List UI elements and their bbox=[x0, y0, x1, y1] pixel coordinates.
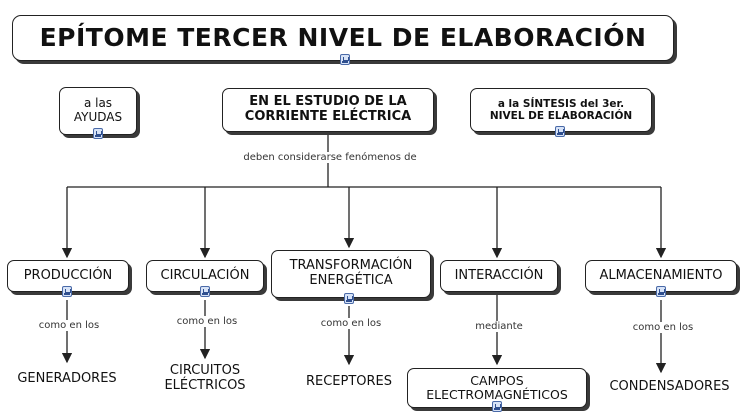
result-circuitos: CIRCUITOS ELÉCTRICOS bbox=[164, 363, 246, 393]
node-sintesis-label: a la SÍNTESIS del 3er. NIVEL DE ELABORAC… bbox=[489, 97, 633, 122]
node-ayudas[interactable]: a las AYUDAS bbox=[59, 87, 137, 135]
node-main[interactable]: EN EL ESTUDIO DE LA CORRIENTE ELÉCTRICA bbox=[222, 88, 434, 132]
node-interaccion[interactable]: INTERACCIÓN bbox=[440, 260, 558, 292]
link-label-transformacion: como en los bbox=[309, 318, 393, 329]
node-interaccion-label: INTERACCIÓN bbox=[454, 267, 544, 283]
result-receptores: RECEPTORES bbox=[305, 374, 393, 389]
result-condensadores: CONDENSADORES bbox=[609, 379, 730, 394]
page-title: EPÍTOME TERCER NIVEL DE ELABORACIÓN bbox=[12, 15, 674, 61]
map-icon[interactable] bbox=[340, 54, 350, 65]
map-icon[interactable] bbox=[93, 128, 103, 139]
node-transformacion-label: TRANSFORMACIÓN ENERGÉTICA bbox=[289, 258, 413, 288]
page-title-text: EPÍTOME TERCER NIVEL DE ELABORACIÓN bbox=[39, 22, 647, 52]
node-ayudas-label: a las AYUDAS bbox=[73, 96, 123, 124]
node-campos[interactable]: CAMPOS ELECTROMAGNÉTICOS bbox=[407, 368, 587, 408]
node-main-label: EN EL ESTUDIO DE LA CORRIENTE ELÉCTRICA bbox=[244, 94, 412, 124]
map-icon[interactable] bbox=[200, 286, 210, 297]
link-label-main: deben considerarse fenómenos de bbox=[230, 152, 430, 163]
link-label-interaccion: mediante bbox=[462, 321, 536, 332]
node-campos-label: CAMPOS ELECTROMAGNÉTICOS bbox=[426, 372, 568, 402]
link-label-circulacion: como en los bbox=[165, 316, 249, 327]
map-icon[interactable] bbox=[656, 286, 666, 297]
node-sintesis[interactable]: a la SÍNTESIS del 3er. NIVEL DE ELABORAC… bbox=[470, 88, 652, 132]
node-produccion-label: PRODUCCIÓN bbox=[23, 267, 113, 283]
map-icon[interactable] bbox=[62, 286, 72, 297]
link-label-produccion: como en los bbox=[27, 320, 111, 331]
map-icon[interactable] bbox=[555, 126, 565, 137]
node-almacenamiento-label: ALMACENAMIENTO bbox=[599, 267, 723, 283]
map-icon[interactable] bbox=[344, 293, 354, 304]
link-label-almacenamiento: como en los bbox=[621, 322, 705, 333]
result-generadores: GENERADORES bbox=[17, 371, 117, 386]
node-circulacion-label: CIRCULACIÓN bbox=[160, 267, 250, 283]
node-transformacion[interactable]: TRANSFORMACIÓN ENERGÉTICA bbox=[271, 250, 431, 298]
map-icon[interactable] bbox=[492, 401, 502, 412]
